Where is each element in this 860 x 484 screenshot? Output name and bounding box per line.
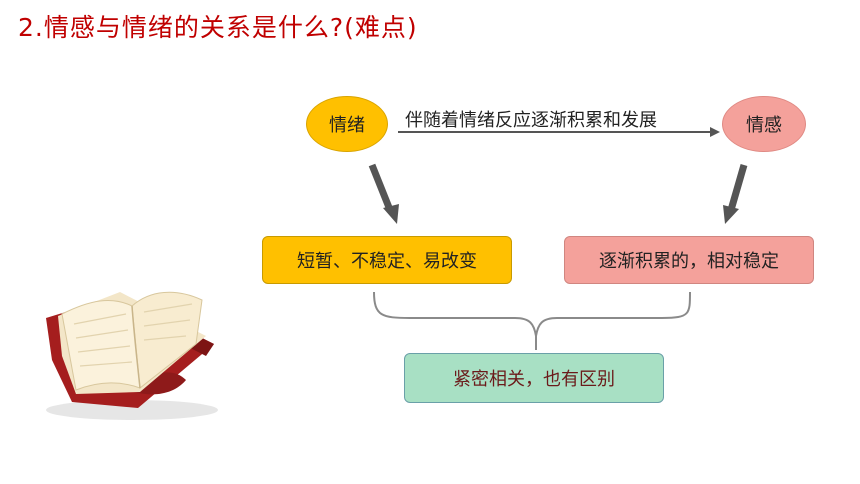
node-feeling: 情感	[722, 96, 806, 152]
edge-label: 伴随着情绪反应逐渐积累和发展	[405, 110, 657, 131]
brace-connector	[373, 291, 691, 337]
open-book-icon	[46, 291, 218, 420]
emotion-trait-box: 短暂、不稳定、易改变	[262, 236, 512, 284]
slide-title: 2.情感与情绪的关系是什么?(难点)	[18, 13, 418, 42]
feeling-trait-text: 逐渐积累的，相对稳定	[599, 251, 779, 272]
node-feeling-label: 情感	[746, 115, 782, 136]
relationship-text: 紧密相关，也有区别	[453, 369, 615, 390]
node-emotion-label: 情绪	[329, 115, 365, 136]
emotion-trait-text: 短暂、不稳定、易改变	[297, 251, 477, 272]
feeling-trait-box: 逐渐积累的，相对稳定	[564, 236, 814, 284]
relationship-box: 紧密相关，也有区别	[404, 353, 664, 403]
node-emotion: 情绪	[306, 96, 388, 152]
arrow-emotion-down	[368, 163, 399, 224]
arrow-feeling-down	[723, 164, 748, 224]
